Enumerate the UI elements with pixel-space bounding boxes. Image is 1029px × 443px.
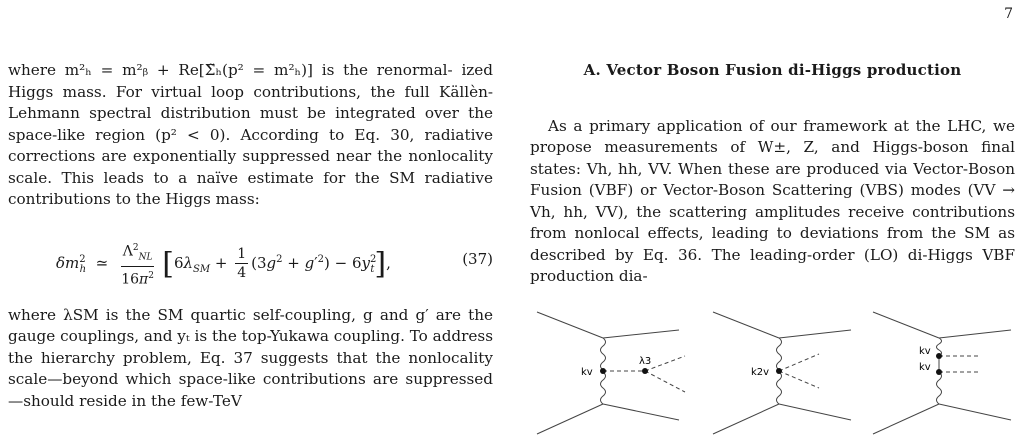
paragraph-vbf: As a primary application of our framewor… bbox=[530, 116, 1015, 286]
feynman-diagrams: kv λ3 k2v bbox=[535, 308, 1015, 438]
diagram-quartic: k2v bbox=[712, 311, 852, 435]
page-number: 7 bbox=[1004, 6, 1013, 22]
paragraph-hierarchy: where λSM is the SM quartic self-couplin… bbox=[8, 305, 493, 410]
diagram-t-channel: kv kv bbox=[872, 311, 1012, 435]
diagram1-label-kv: kv bbox=[581, 367, 593, 378]
diagram-trilinear: kv λ3 bbox=[536, 311, 686, 435]
diagram3-label-kv-top: kv bbox=[919, 346, 931, 357]
right-column: A. Vector Boson Fusion di-Higgs producti… bbox=[530, 60, 1015, 288]
diagram1-label-lambda3: λ3 bbox=[639, 356, 651, 367]
equation-number: (37) bbox=[462, 249, 493, 268]
left-column: where m²ₕ = m²ᵦ + Re[Σ̃ₕ(p² = m²ₕ)] is t… bbox=[8, 60, 493, 412]
diagram2-label-k2v: k2v bbox=[751, 367, 769, 378]
diagram3-label-kv-bottom: kv bbox=[919, 362, 931, 373]
section-heading: A. Vector Boson Fusion di-Higgs producti… bbox=[583, 61, 962, 79]
feynman-diagrams-svg: kv λ3 k2v bbox=[536, 311, 1012, 435]
paragraph-renormalized-mass: where m²ₕ = m²ᵦ + Re[Σ̃ₕ(p² = m²ₕ)] is t… bbox=[8, 61, 494, 208]
